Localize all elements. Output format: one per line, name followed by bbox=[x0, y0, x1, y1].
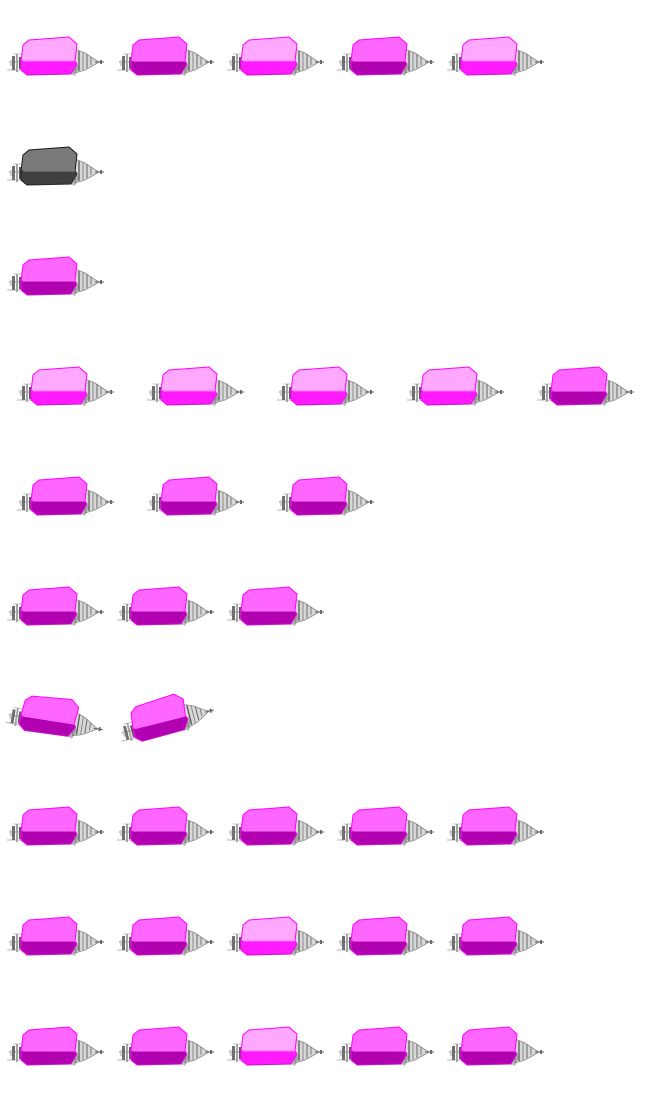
spaceship-sprite bbox=[275, 467, 375, 527]
spaceship-sprite bbox=[115, 577, 215, 637]
spaceship-icon bbox=[7, 1026, 104, 1066]
spaceship-icon bbox=[447, 916, 544, 956]
spaceship-icon bbox=[117, 806, 214, 846]
spaceship-icon bbox=[117, 36, 214, 76]
spaceship-icon bbox=[447, 806, 544, 846]
sprite-row bbox=[0, 687, 650, 747]
spaceship-icon bbox=[7, 586, 104, 626]
spaceship-sprite bbox=[115, 27, 215, 87]
spaceship-sprite bbox=[145, 467, 245, 527]
spaceship-icon bbox=[407, 366, 504, 406]
spaceship-sprite bbox=[115, 1017, 215, 1077]
spaceship-sprite bbox=[335, 1017, 435, 1077]
spaceship-sprite bbox=[225, 1017, 325, 1077]
spaceship-icon bbox=[7, 806, 104, 846]
spaceship-icon bbox=[227, 916, 324, 956]
spaceship-icon bbox=[227, 586, 324, 626]
spaceship-icon bbox=[117, 916, 214, 956]
spaceship-icon bbox=[117, 1026, 214, 1066]
spaceship-icon bbox=[17, 366, 114, 406]
spaceship-icon bbox=[147, 476, 244, 516]
spaceship-icon bbox=[7, 36, 104, 76]
spaceship-icon bbox=[7, 916, 104, 956]
sprite-row bbox=[0, 907, 650, 967]
spaceship-sprite bbox=[5, 577, 105, 637]
sprite-row bbox=[0, 797, 650, 857]
sprite-row bbox=[0, 247, 650, 307]
spaceship-sprite bbox=[225, 27, 325, 87]
sprite-row bbox=[0, 1017, 650, 1077]
spaceship-icon bbox=[121, 693, 214, 742]
spaceship-sprite bbox=[445, 1017, 545, 1077]
spaceship-sprite bbox=[445, 797, 545, 857]
spaceship-sprite bbox=[115, 907, 215, 967]
spaceship-sprite bbox=[115, 687, 215, 747]
spaceship-icon bbox=[227, 806, 324, 846]
spaceship-sprite bbox=[445, 907, 545, 967]
spaceship-sprite bbox=[5, 907, 105, 967]
spaceship-sprite bbox=[335, 797, 435, 857]
spaceship-icon bbox=[117, 586, 214, 626]
spaceship-sprite bbox=[225, 577, 325, 637]
spaceship-icon bbox=[277, 366, 374, 406]
spaceship-sprite bbox=[5, 1017, 105, 1077]
spaceship-sprite bbox=[5, 797, 105, 857]
spaceship-icon bbox=[537, 366, 634, 406]
spaceship-icon bbox=[7, 146, 104, 186]
spaceship-sprite bbox=[275, 357, 375, 417]
spaceship-icon bbox=[147, 366, 244, 406]
spaceship-sprite bbox=[145, 357, 245, 417]
spaceship-icon bbox=[337, 916, 434, 956]
sprite-row bbox=[0, 137, 650, 197]
spaceship-sprite bbox=[5, 687, 105, 747]
spaceship-icon bbox=[17, 476, 114, 516]
spaceship-sprite bbox=[225, 797, 325, 857]
sprite-row bbox=[0, 467, 650, 527]
spaceship-sprite bbox=[15, 467, 115, 527]
sprite-row bbox=[0, 357, 650, 417]
spaceship-icon bbox=[5, 695, 103, 739]
spaceship-sprite bbox=[5, 247, 105, 307]
spaceship-icon bbox=[337, 1026, 434, 1066]
spaceship-sprite bbox=[115, 797, 215, 857]
spaceship-icon bbox=[447, 36, 544, 76]
spaceship-sprite bbox=[535, 357, 635, 417]
spaceship-icon bbox=[277, 476, 374, 516]
spaceship-sprite bbox=[405, 357, 505, 417]
spaceship-sprite bbox=[335, 907, 435, 967]
spaceship-icon bbox=[7, 256, 104, 296]
spaceship-icon bbox=[337, 36, 434, 76]
spaceship-icon bbox=[447, 1026, 544, 1066]
spaceship-sprite bbox=[335, 27, 435, 87]
spaceship-sprite bbox=[445, 27, 545, 87]
spaceship-sprite bbox=[15, 357, 115, 417]
spaceship-icon bbox=[337, 806, 434, 846]
sprite-row bbox=[0, 577, 650, 637]
spaceship-sprite bbox=[225, 907, 325, 967]
sprite-row bbox=[0, 27, 650, 87]
spaceship-icon bbox=[227, 36, 324, 76]
spaceship-sprite bbox=[5, 27, 105, 87]
spaceship-icon bbox=[227, 1026, 324, 1066]
spaceship-sprite bbox=[5, 137, 105, 197]
